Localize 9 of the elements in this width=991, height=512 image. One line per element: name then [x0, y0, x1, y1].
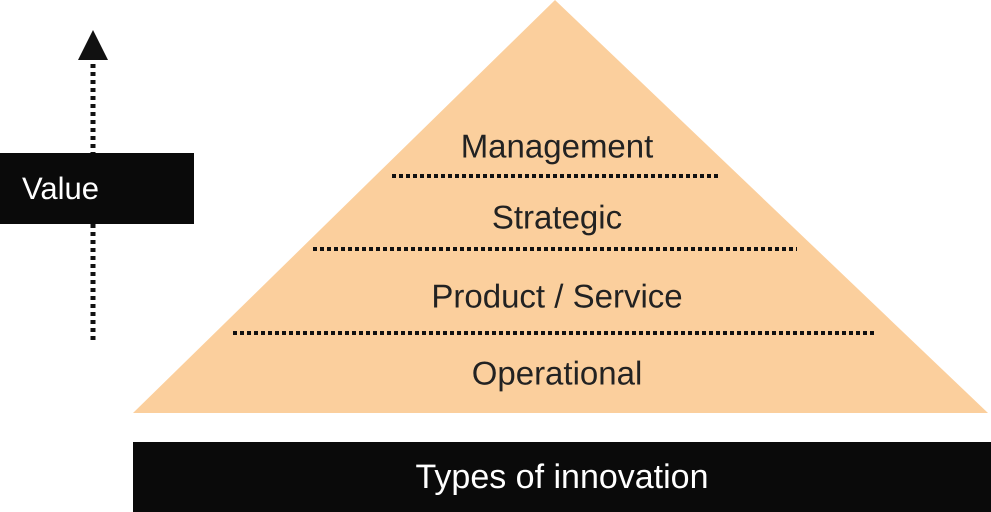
bar-label: Types of innovation — [416, 460, 708, 494]
types-bar — [133, 442, 991, 512]
value-box — [0, 153, 194, 224]
pyramid — [133, 0, 988, 413]
layer-label: Management — [460, 130, 654, 162]
value-label: Value — [22, 173, 99, 204]
layer-label: Strategic — [492, 200, 622, 234]
layer-label: Product / Service — [431, 280, 683, 312]
layer-label: Operational — [472, 356, 642, 390]
